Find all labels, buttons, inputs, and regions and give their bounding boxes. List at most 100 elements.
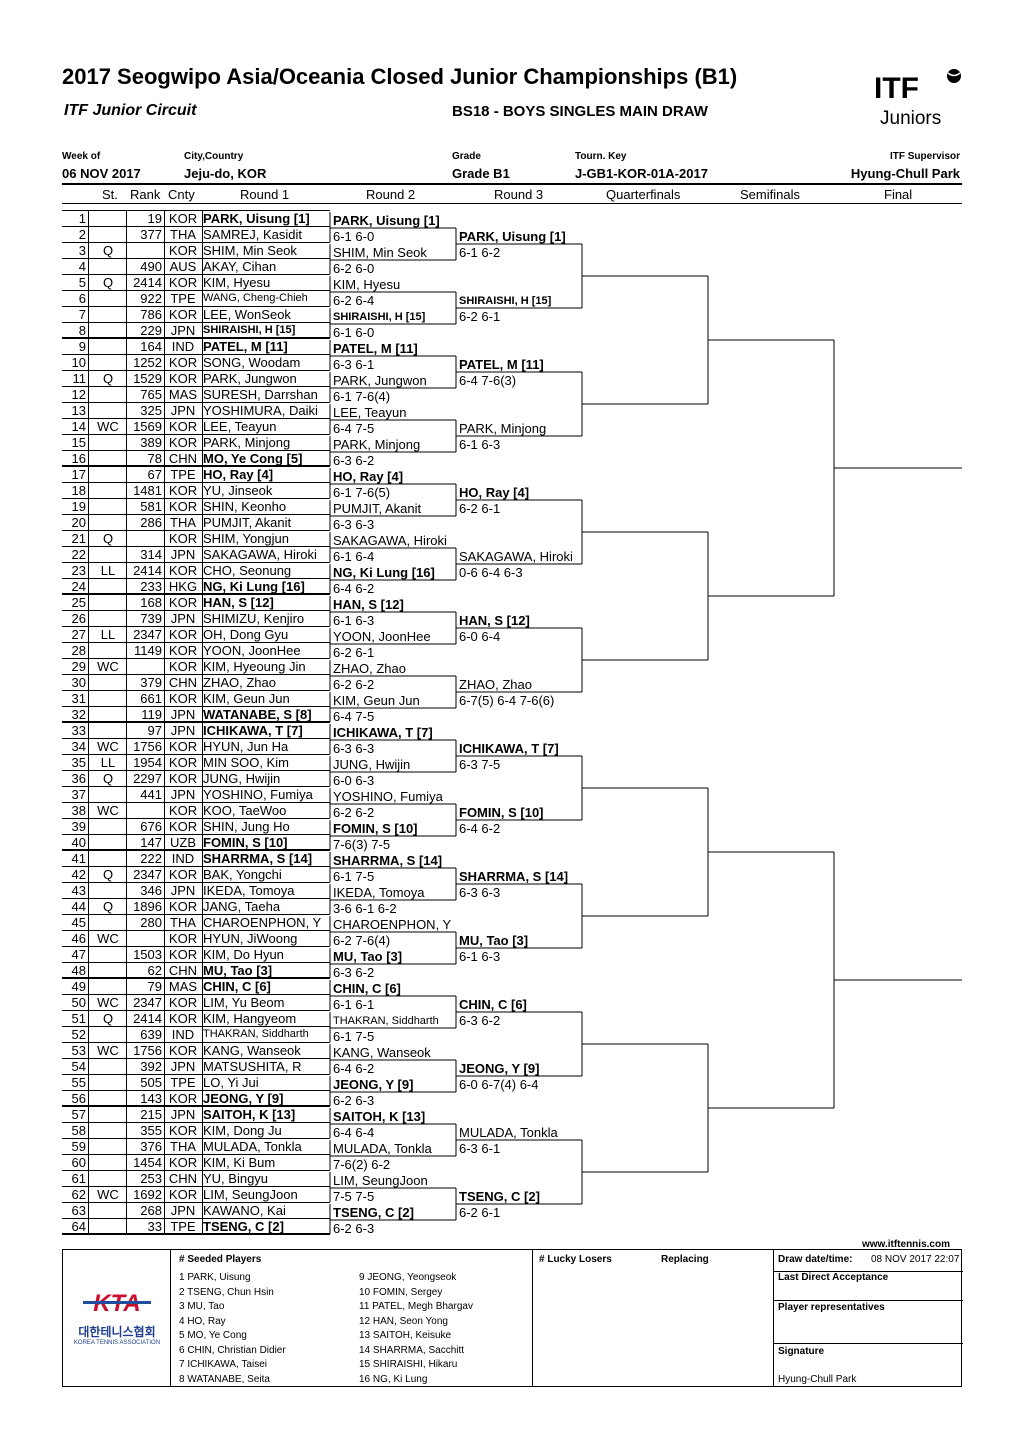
player-rank: 376 (140, 1139, 162, 1154)
round3-score: 6-0 6-7(4) 6-4 (459, 1077, 539, 1092)
svg-text:Juniors: Juniors (880, 108, 941, 129)
player-rank: 222 (140, 851, 162, 866)
seeded-player: 7 ICHIKAWA, Taisei (179, 1359, 267, 1370)
player-rank: 355 (140, 1123, 162, 1138)
player-country: KOR (168, 643, 198, 658)
player-name: YOSHINO, Fumiya (203, 787, 313, 802)
player-name: PATEL, M [11] (203, 339, 288, 354)
seeded-player: 15 SHIRAISHI, Hikaru (359, 1359, 458, 1370)
player-name: KAWANO, Kai (203, 1203, 286, 1218)
round2-score: 6-2 6-3 (333, 1093, 375, 1108)
seeded-player: 9 JEONG, Yeongseok (359, 1272, 457, 1283)
player-name: SHIRAISHI, H [15] (203, 324, 296, 336)
round2-winner: CHAROENPHON, Y (333, 917, 452, 932)
player-country: JPN (170, 883, 196, 898)
round2-score: 6-0 6-3 (333, 773, 375, 788)
round3-winner: MU, Tao [3] (459, 933, 529, 948)
player-name: PARK, Jungwon (203, 371, 297, 386)
round2-winner: HAN, S [12] (333, 597, 404, 612)
round3-winner: SHARRMA, S [14] (459, 869, 569, 884)
round3-winner: FOMIN, S [10] (459, 805, 544, 820)
round2-score: 6-1 6-3 (333, 613, 375, 628)
website-link[interactable]: www.itftennis.com (862, 1239, 950, 1250)
player-name: JUNG, Hwijin (203, 771, 281, 786)
round2-score: 6-2 6-3 (333, 1221, 375, 1236)
player-rank: 215 (140, 1107, 162, 1122)
player-country: CHN (168, 1171, 198, 1186)
player-rank: 2347 (133, 867, 162, 882)
player-country: KOR (168, 947, 198, 962)
lucky-losers-label: # Lucky Losers (539, 1254, 612, 1265)
player-country: CHN (168, 675, 198, 690)
round3-winner: SHIRAISHI, H [15] (459, 295, 552, 307)
round2-winner: PARK, Uisung [1] (333, 213, 440, 228)
week-value: 06 NOV 2017 (62, 166, 141, 181)
draw-position: 41 (71, 851, 86, 866)
player-rank: 676 (140, 819, 162, 834)
player-country: AUS (169, 259, 197, 274)
round2-winner: PATEL, M [11] (333, 341, 418, 356)
draw-position: 8 (78, 323, 86, 338)
round2-winner: TSENG, C [2] (333, 1205, 414, 1220)
round2-score: 6-4 6-2 (333, 581, 375, 596)
seeded-player: 5 MO, Ye Cong (179, 1330, 247, 1341)
player-name: SONG, Woodam (203, 355, 301, 370)
grade-value: Grade B1 (452, 166, 510, 181)
entry-status: LL (100, 627, 116, 642)
seeded-player: 10 FOMIN, Sergey (359, 1286, 443, 1298)
player-rank: 1149 (134, 643, 162, 658)
kta-logo: KTA 대한테니스협회 KOREA TENNIS ASSOCIATION (71, 1288, 163, 1358)
player-name: MATSUSHITA, R (203, 1059, 302, 1074)
round2-score: 6-1 7-5 (333, 1029, 375, 1044)
player-name: SHIM, Min Seok (203, 243, 297, 258)
player-country: JPN (170, 707, 196, 722)
draw-position: 33 (71, 723, 86, 738)
round2-winner: JEONG, Y [9] (333, 1077, 414, 1092)
player-rank: 147 (140, 835, 162, 850)
player-country: HKG (168, 579, 198, 594)
player-country: KOR (168, 659, 198, 674)
player-country: JPN (170, 547, 196, 562)
round3-score: 6-1 6-3 (459, 437, 501, 452)
round3-score: 6-3 6-2 (459, 1013, 501, 1028)
round2-score: 6-1 7-6(5) (333, 485, 391, 500)
round3-score: 6-0 6-4 (459, 629, 501, 644)
player-country: KOR (168, 739, 198, 754)
player-country: KOR (168, 691, 198, 706)
player-name: OH, Dong Gyu (203, 627, 289, 642)
player-name: YU, Bingyu (203, 1171, 269, 1186)
player-rank: 67 (147, 467, 162, 482)
player-rank: 1756 (133, 1043, 162, 1058)
round3-score: 0-6 6-4 6-3 (459, 565, 523, 580)
itf-juniors-logo: ITF Juniors (872, 60, 968, 130)
round2-score: 7-5 7-5 (333, 1189, 375, 1204)
player-rank: 314 (140, 547, 162, 562)
player-name: CHIN, C [6] (203, 979, 271, 994)
player-name: LIM, SeungJoon (203, 1187, 298, 1202)
player-country: KOR (168, 435, 198, 450)
draw-position: 10 (71, 355, 86, 370)
draw-position: 15 (71, 435, 86, 450)
draw-position: 3 (78, 243, 86, 258)
draw-position: 21 (71, 531, 86, 546)
player-name: LIM, Yu Beom (203, 995, 285, 1010)
draw-name: BS18 - BOYS SINGLES MAIN DRAW (452, 103, 708, 120)
column-headers: St. Rank Cnty Round 1 Round 2 Round 3 Qu… (62, 186, 962, 204)
player-name: ICHIKAWA, T [7] (203, 723, 303, 738)
round2-winner: MULADA, Tonkla (333, 1141, 432, 1156)
player-name: LEE, WonSeok (203, 307, 291, 322)
